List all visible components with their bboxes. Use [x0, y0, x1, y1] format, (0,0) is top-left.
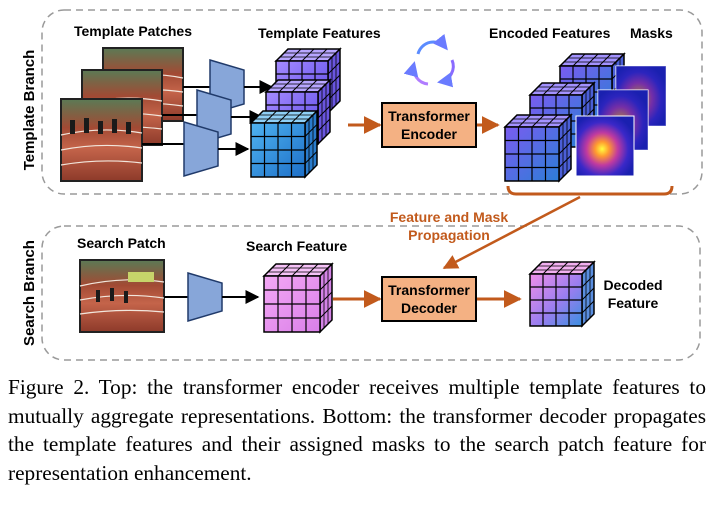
architecture-diagram: Template Branch Search Branch Template P…: [21, 9, 703, 361]
search-feature-cube: [262, 262, 334, 334]
encoder-label-line2: Encoder: [401, 126, 458, 142]
feature-cube: [503, 113, 573, 183]
template-feature-cubes: [249, 47, 342, 179]
cycle-icon: [403, 33, 455, 88]
figure-caption: Figure 2. Top: the transformer encoder r…: [8, 375, 706, 485]
template-patch-stack: [60, 47, 184, 182]
transformer-encoder-box: Transformer Encoder: [381, 102, 477, 148]
encoded-brace: [506, 185, 674, 196]
template-patches-label: Template Patches: [74, 23, 192, 39]
encoded-features-label: Encoded Features: [489, 25, 611, 41]
propagation-label-line1: Feature and Mask: [390, 209, 508, 225]
feature-cube: [249, 109, 319, 179]
search-patch-label: Search Patch: [77, 235, 166, 251]
template-branch-label: Template Branch: [21, 50, 38, 171]
backbone-encoder-shape: [183, 120, 219, 178]
template-patch: [60, 98, 143, 182]
masks-label: Masks: [630, 25, 673, 41]
decoder-label-line2: Decoder: [401, 300, 458, 316]
search-backbone-shape: [187, 271, 223, 323]
decoder-label-line1: Transformer: [388, 282, 470, 298]
decoded-feature-label-line2: Feature: [608, 295, 659, 311]
encoder-label-line1: Transformer: [388, 108, 470, 124]
mask-map: [575, 115, 635, 177]
decoded-feature-cube: [528, 260, 596, 328]
search-feature-label: Search Feature: [246, 238, 347, 254]
decoded-feature-label-line1: Decoded: [603, 277, 662, 293]
encoded-feature-cubes: [503, 52, 626, 183]
propagation-arrow: [442, 195, 581, 270]
propagation-label-line2: Propagation: [408, 227, 490, 243]
search-branch-label: Search Branch: [21, 240, 38, 346]
transformer-decoder-box: Transformer Decoder: [381, 276, 477, 322]
template-branch-box: [41, 9, 703, 195]
feature-cube: [528, 260, 596, 328]
search-branch-box: [41, 225, 701, 361]
feature-cube: [262, 262, 334, 334]
template-features-label: Template Features: [258, 25, 381, 41]
mask-stack: [575, 65, 667, 177]
search-patch-image: [79, 259, 165, 333]
